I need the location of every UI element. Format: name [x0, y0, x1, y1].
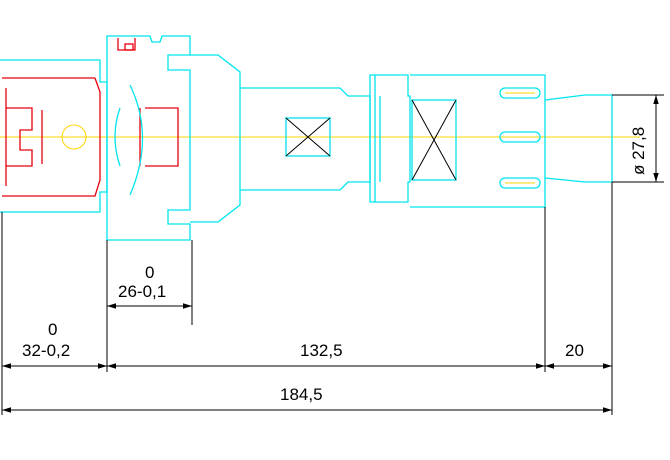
shank-diameter-label: ø 27,8	[629, 127, 648, 175]
tool-body	[190, 54, 371, 223]
extension	[410, 74, 546, 208]
taper-length-label: 32-0,2	[22, 341, 70, 360]
taper-tolerance-top: 0	[48, 320, 57, 339]
flange-tolerance-top: 0	[145, 263, 154, 282]
total-length-label: 184,5	[280, 385, 323, 404]
flange-width-label: 26-0,1	[118, 282, 166, 301]
dimension-lines	[1, 94, 664, 415]
hsk-taper	[0, 59, 108, 213]
shank	[544, 94, 613, 183]
body-length-label: 132,5	[300, 341, 343, 360]
flange	[106, 35, 191, 241]
shank-length-label: 20	[565, 341, 584, 360]
clamping-nut	[369, 74, 411, 203]
